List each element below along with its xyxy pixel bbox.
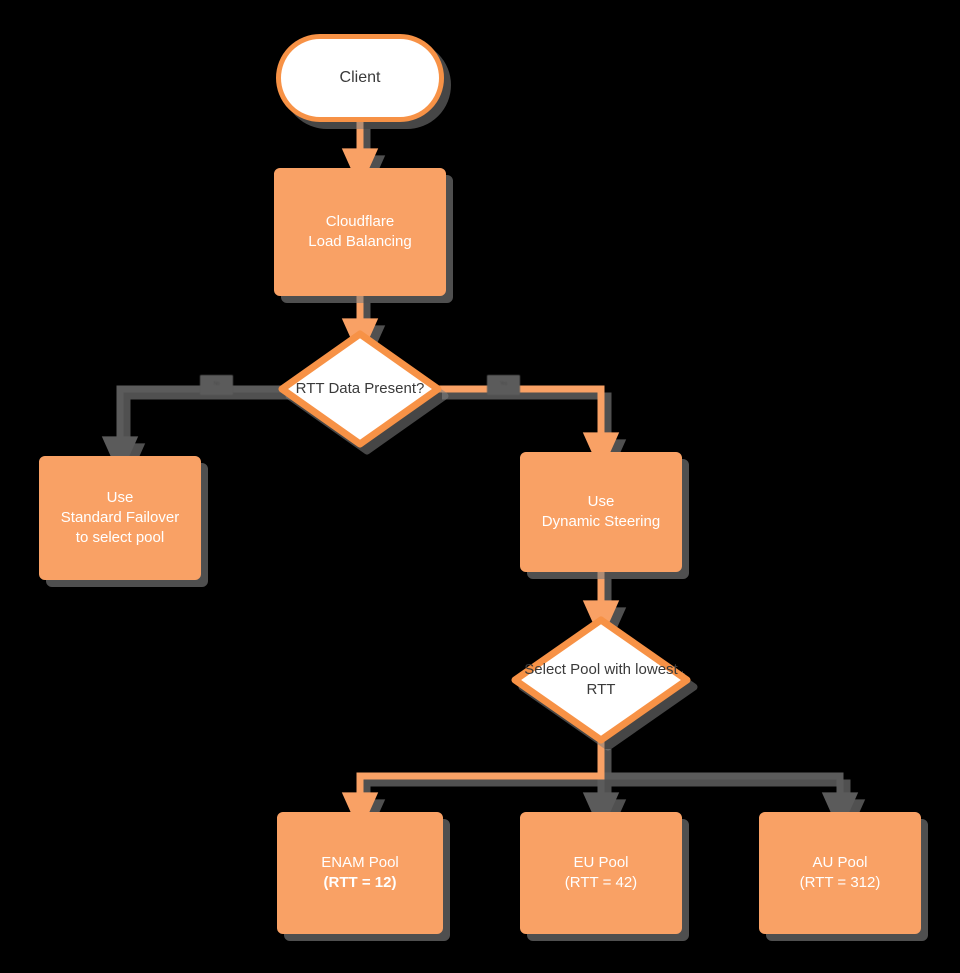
au-pool-name: AU Pool [812, 854, 868, 872]
steering-line-2: Dynamic Steering [541, 513, 661, 530]
clb-line-1: Cloudflare [325, 213, 395, 231]
node-use-standard-failover[interactable]: Use Standard Failover to select pool [39, 456, 201, 580]
node-rtt-data-present-decision[interactable]: RTT Data Present? [278, 330, 442, 448]
edge-shadows [108, 129, 866, 840]
enam-pool-name: ENAM Pool [321, 854, 399, 872]
node-enam-pool-text: ENAM Pool (RTT = 12) [321, 853, 399, 893]
node-use-dynamic-steering-text: Use Dynamic Steering [542, 492, 660, 532]
steering-line-1: Use [587, 493, 615, 511]
node-eu-pool-text: EU Pool (RTT = 42) [565, 853, 637, 893]
edge-label-yes: Yes [487, 375, 520, 395]
edges-inactive [101, 385, 859, 833]
node-au-pool-text: AU Pool (RTT = 312) [800, 853, 881, 893]
node-au-pool[interactable]: AU Pool (RTT = 312) [759, 812, 921, 934]
failover-line-1: Use [106, 489, 134, 507]
node-client[interactable]: Client [276, 34, 444, 122]
failover-line-2: Standard Failover [60, 509, 180, 527]
node-select-pool-lowest-rtt-decision[interactable]: Select Pool with lowest RTT [511, 616, 691, 744]
node-eu-pool[interactable]: EU Pool (RTT = 42) [520, 812, 682, 934]
node-cloudflare-load-balancing[interactable]: Cloudflare Load Balancing [274, 168, 446, 296]
node-use-standard-failover-text: Use Standard Failover to select pool [61, 488, 179, 547]
clb-line-2: Load Balancing [308, 233, 412, 250]
node-enam-pool[interactable]: ENAM Pool (RTT = 12) [277, 812, 443, 934]
node-cloudflare-load-balancing-text: Cloudflare Load Balancing [308, 212, 411, 252]
node-client-label: Client [339, 69, 381, 87]
edge-selpool-to-au [601, 772, 859, 833]
eu-pool-name: EU Pool [573, 854, 629, 872]
node-use-dynamic-steering[interactable]: Use Dynamic Steering [520, 452, 682, 572]
au-pool-rtt: (RTT = 312) [799, 874, 881, 891]
eu-pool-rtt: (RTT = 42) [564, 874, 638, 891]
enam-pool-rtt: (RTT = 12) [323, 874, 397, 891]
edge-selpool-to-enam [341, 742, 605, 833]
failover-line-3: to select pool [75, 528, 165, 546]
edge-label-no: No [200, 375, 233, 395]
